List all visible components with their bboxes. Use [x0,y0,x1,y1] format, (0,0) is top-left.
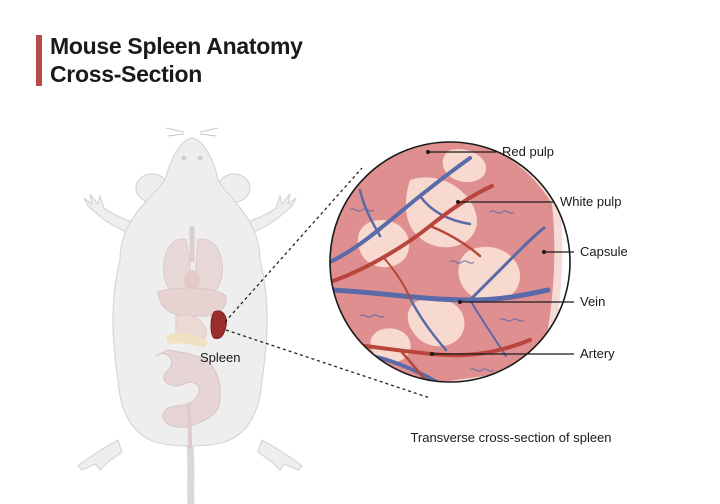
capillaries [349,208,525,372]
white-pulp-region-2 [357,220,410,268]
callout-capsule: Capsule [580,244,628,259]
mouse-tail [186,441,195,504]
pancreas [166,333,208,348]
title-accent-bar [36,35,42,86]
zoom-line-upper [224,167,363,323]
liver [157,287,227,317]
colon [186,403,192,449]
callout-dots [426,150,546,356]
spleen-organ [210,310,227,339]
title-line-2: Cross-Section [50,61,203,87]
cross-section-border [329,141,571,383]
callout-white-pulp: White pulp [560,194,621,209]
spleen-label: Spleen [200,350,240,365]
vein-network [330,156,551,382]
mouse-right-eye [197,155,203,161]
callout-lines [428,151,574,355]
title-line-1: Mouse Spleen Anatomy [50,33,303,59]
figure-caption: Transverse cross-section of spleen [410,430,612,445]
red-pulp-area [330,142,555,382]
mouse-right-hind-foot [257,439,303,471]
callout-artery: Artery [580,346,615,361]
intestines [155,349,221,428]
mouse-left-eye [181,155,187,161]
white-pulp-region-6 [442,149,486,183]
callout-red-pulp: Red pulp [502,144,554,159]
heart [184,270,200,290]
internal-organs [155,226,227,449]
white-pulp-region-3 [458,246,520,302]
mouse-whiskers [165,127,219,137]
page-title: Mouse Spleen Anatomy Cross-Section [50,32,303,88]
white-pulp-region-5 [370,328,411,363]
white-pulp-region-4 [407,297,465,347]
cross-section-view [330,142,570,382]
callout-vein: Vein [580,294,605,309]
mouse-left-hind-foot [77,439,123,471]
